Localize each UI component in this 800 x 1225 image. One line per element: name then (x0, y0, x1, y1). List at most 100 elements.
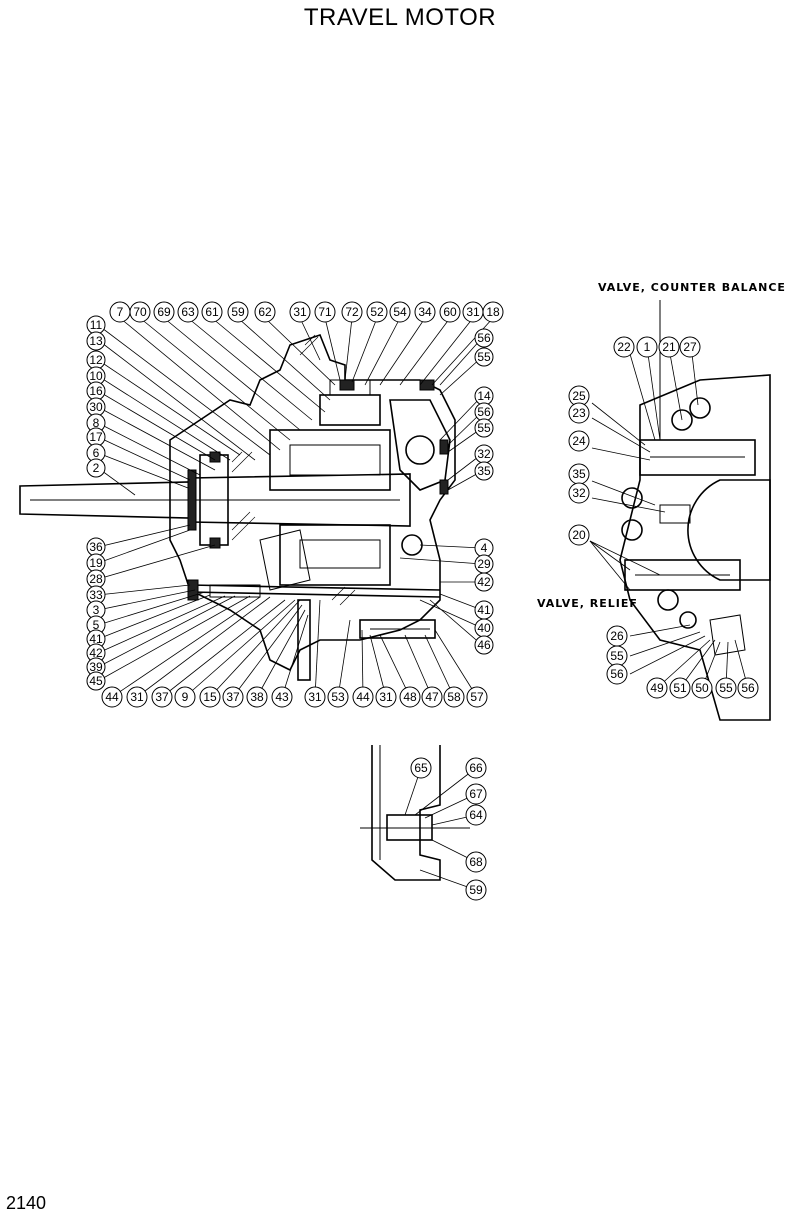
callout: 63 (177, 301, 199, 323)
svg-text:65: 65 (414, 761, 428, 775)
callout: 31 (462, 301, 484, 323)
svg-text:31: 31 (466, 305, 480, 319)
callout: 22 (613, 336, 635, 358)
callout: 67 (465, 783, 487, 805)
callout: 65 (410, 757, 432, 779)
callout: 48 (399, 686, 421, 708)
svg-text:69: 69 (157, 305, 171, 319)
callout: 16 (86, 381, 106, 401)
callout: 37 (222, 686, 244, 708)
svg-text:46: 46 (477, 638, 491, 652)
callout: 51 (669, 677, 691, 699)
svg-text:19: 19 (89, 556, 103, 570)
callout: 35 (568, 463, 590, 485)
callout: 47 (421, 686, 443, 708)
svg-text:21: 21 (662, 340, 676, 354)
page-title: TRAVEL MOTOR (303, 4, 497, 31)
svg-text:8: 8 (93, 416, 100, 430)
svg-text:31: 31 (130, 690, 144, 704)
callout: 55 (474, 418, 494, 438)
callout: 26 (606, 625, 628, 647)
callout: 41 (86, 629, 106, 649)
svg-text:56: 56 (610, 667, 624, 681)
callout: 17 (86, 427, 106, 447)
cylinder-block-upper (269, 429, 391, 491)
svg-text:50: 50 (695, 681, 709, 695)
callout: 40 (474, 618, 494, 638)
svg-text:20: 20 (572, 528, 586, 542)
callout: 10 (86, 366, 106, 386)
callout: 38 (246, 686, 268, 708)
callout: 56 (474, 402, 494, 422)
counter-balance-spool (639, 439, 756, 476)
callout: 56 (474, 328, 494, 348)
callout: 24 (568, 430, 590, 452)
callout: 54 (389, 301, 411, 323)
svg-text:31: 31 (308, 690, 322, 704)
svg-text:12: 12 (89, 353, 103, 367)
callout: 32 (474, 444, 494, 464)
callout: 28 (86, 569, 106, 589)
port-lower (401, 534, 423, 556)
callout: 39 (86, 657, 106, 677)
callout: 36 (86, 537, 106, 557)
callout: 45 (86, 671, 106, 691)
svg-text:44: 44 (356, 690, 370, 704)
svg-text:33: 33 (89, 588, 103, 602)
svg-text:55: 55 (610, 649, 624, 663)
svg-text:42: 42 (477, 575, 491, 589)
svg-text:13: 13 (89, 334, 103, 348)
svg-text:59: 59 (469, 883, 483, 897)
callout: 44 (352, 686, 374, 708)
svg-text:61: 61 (205, 305, 219, 319)
svg-text:2: 2 (93, 461, 100, 475)
svg-text:59: 59 (231, 305, 245, 319)
svg-text:39: 39 (89, 660, 103, 674)
callout: 44 (101, 686, 123, 708)
svg-text:3: 3 (93, 603, 100, 617)
relief-valve-label: VALVE, RELIEF (537, 597, 638, 610)
svg-text:68: 68 (469, 855, 483, 869)
callout: 69 (153, 301, 175, 323)
callout: 35 (474, 461, 494, 481)
callout: 18 (482, 301, 504, 323)
svg-text:49: 49 (650, 681, 664, 695)
svg-text:37: 37 (155, 690, 169, 704)
svg-text:16: 16 (89, 384, 103, 398)
callout: 19 (86, 553, 106, 573)
svg-text:41: 41 (477, 603, 491, 617)
counter-balance-label: VALVE, COUNTER BALANCE (598, 281, 786, 294)
svg-text:66: 66 (469, 761, 483, 775)
callout: 46 (474, 635, 494, 655)
callout: 30 (86, 397, 106, 417)
callout: 60 (439, 301, 461, 323)
svg-text:64: 64 (469, 808, 483, 822)
svg-text:52: 52 (370, 305, 384, 319)
callout: 21 (658, 336, 680, 358)
callout: 43 (271, 686, 293, 708)
svg-text:28: 28 (89, 572, 103, 586)
svg-text:60: 60 (443, 305, 457, 319)
svg-text:42: 42 (89, 646, 103, 660)
callout: 33 (86, 585, 106, 605)
callout: 29 (474, 554, 494, 574)
callouts: 7 70 69 63 61 59 62 31 71 72 52 54 34 60… (86, 301, 759, 901)
svg-text:26: 26 (610, 629, 624, 643)
svg-text:72: 72 (345, 305, 359, 319)
svg-text:18: 18 (486, 305, 500, 319)
callout: 58 (443, 686, 465, 708)
svg-text:43: 43 (275, 690, 289, 704)
svg-text:48: 48 (403, 690, 417, 704)
motor-housing (169, 334, 456, 672)
callout: 31 (289, 301, 311, 323)
callout: 41 (474, 600, 494, 620)
svg-text:38: 38 (250, 690, 264, 704)
callout: 9 (174, 686, 196, 708)
svg-text:14: 14 (477, 389, 491, 403)
bore-arc (687, 479, 771, 581)
callout: 31 (375, 686, 397, 708)
page-number: 2140 (6, 1193, 47, 1213)
relief-valve-body (624, 559, 741, 591)
callout: 49 (646, 677, 668, 699)
